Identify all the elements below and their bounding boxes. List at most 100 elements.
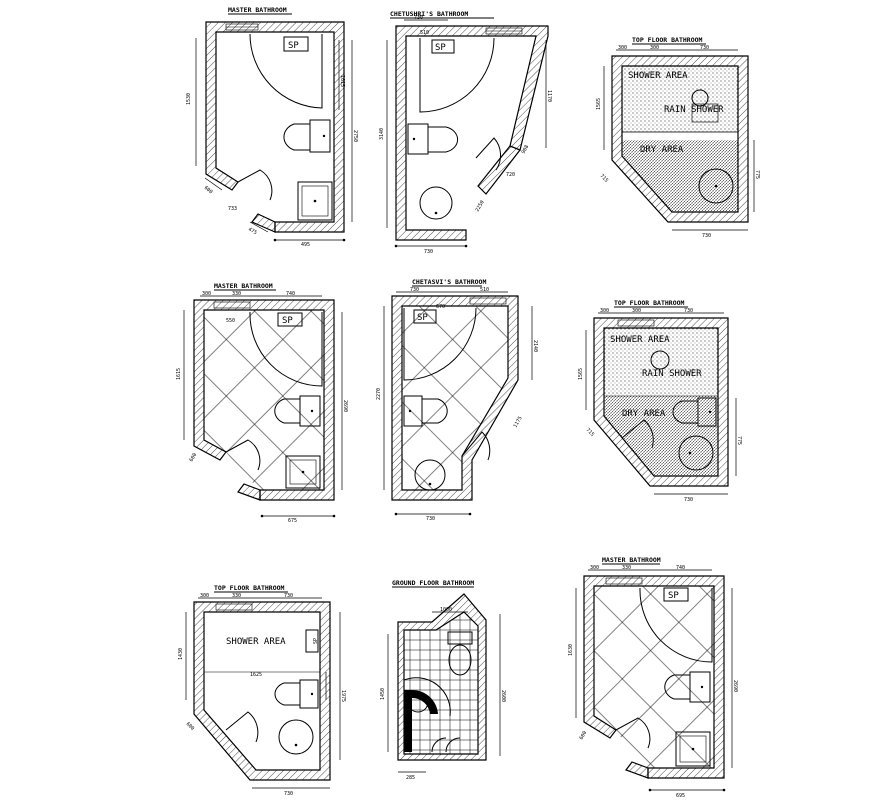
dim-label: 730 (424, 249, 433, 255)
dim-label: 730 (414, 15, 423, 21)
dim-label: 300 (632, 308, 641, 314)
wash-basin (678, 435, 714, 471)
door-swing (225, 711, 259, 743)
toilet (447, 631, 473, 676)
sp-label: SP (282, 316, 293, 326)
plan-title: TOP FLOOR BATHROOM (614, 299, 685, 307)
plan-title: MASTER BATHROOM (602, 556, 661, 564)
dim-label: 600 (185, 721, 196, 732)
shower-door-arc (419, 37, 495, 113)
dim-label: 715 (585, 427, 596, 438)
shower-area-floor (604, 328, 718, 396)
wall (237, 483, 261, 501)
wall (205, 21, 345, 233)
plan-title: GROUND FLOOR BATHROOM (392, 579, 474, 587)
plan-master-bathroom-3: MASTER BATHROOM 300 330 740 SP 1630 2690… (568, 556, 738, 799)
dim-label: 1975 (340, 690, 346, 702)
plan-master-bathroom-1: MASTER BATHROOM SP 1530 1615 275 (186, 6, 358, 248)
shower-door-arc (249, 311, 323, 387)
dry-area-floor (604, 396, 718, 476)
floor-tiles (402, 306, 508, 490)
plan-top-floor-bathroom-3: TOP FLOOR BATHROOM 300 330 730 SHOWER AR… (178, 584, 346, 797)
wall (251, 213, 276, 233)
plan-title: TOP FLOOR BATHROOM (632, 36, 703, 44)
dim-label: 600 (203, 185, 214, 195)
dim-label: 695 (676, 793, 685, 799)
dim-label: 715 (599, 173, 610, 184)
door-swing (621, 419, 654, 449)
plan-ground-floor-bathroom: GROUND FLOOR BATHROOM 1000 1450 2600 285 (380, 579, 506, 781)
dim-label: 1170 (546, 90, 552, 102)
shower-door-arc (249, 33, 323, 109)
plan-master-bathroom-2: MASTER BATHROOM 300 330 740 SP 550 1615 … (176, 282, 348, 524)
dim-label: 300 (590, 565, 599, 571)
dim-label: 730 (426, 516, 435, 522)
dim-label: 300 (200, 593, 209, 599)
dim-label: 1430 (178, 648, 184, 660)
dim-label: 1615 (176, 368, 182, 380)
dim-label: 2270 (376, 388, 382, 400)
door-swing (615, 717, 651, 749)
dim-label: 300 (650, 45, 659, 51)
dim-label: 730 (702, 233, 711, 239)
dim-label: 1565 (596, 98, 602, 110)
shower-tray (675, 731, 711, 767)
toilet (274, 679, 319, 709)
dim-label: 670 (436, 304, 445, 310)
area-label: RAIN SHOWER (664, 105, 724, 115)
sp-label: SP (313, 638, 319, 644)
sp-box (413, 309, 437, 324)
dim-label: 1625 (250, 672, 262, 678)
plan-title: MASTER BATHROOM (228, 6, 287, 14)
shower-door-arc (403, 307, 477, 381)
dim-label: 330 (622, 565, 631, 571)
shower-door-arc (639, 587, 713, 663)
dim-label: 908 (521, 144, 531, 155)
dim-label: 510 (480, 287, 489, 293)
dim-label: 720 (506, 172, 515, 178)
dim-label: 730 (284, 791, 293, 797)
dim-label: 300 (202, 291, 211, 297)
area-label: DRY AREA (640, 145, 684, 155)
dim-label: 2690 (342, 400, 348, 412)
area-label: RAIN SHOWER (642, 369, 702, 379)
dim-label: 730 (684, 497, 693, 503)
shower-area-floor (622, 66, 738, 132)
area-label: SHOWER AREA (628, 71, 688, 81)
dim-label: 550 (226, 318, 235, 324)
dim-label: 475 (247, 227, 258, 237)
dim-label: 330 (232, 291, 241, 297)
floor-tiles (204, 310, 324, 490)
dim-label: 510 (420, 30, 429, 36)
dim-label: 1530 (186, 93, 192, 105)
plan-title: TOP FLOOR BATHROOM (214, 584, 285, 592)
floor-tiles (404, 612, 478, 754)
dim-label: 1565 (578, 368, 584, 380)
door-swing (461, 431, 491, 461)
plan-top-floor-bathroom-1: TOP FLOOR BATHROOM 300 300 730 SHOWER AR… (596, 36, 760, 239)
wall (625, 761, 649, 779)
plan-chetasvi-bathroom: CHETASVI'S BATHROOM 730 510 SP 670 2270 … (376, 278, 538, 522)
plan-title: CHETASVI'S BATHROOM (412, 278, 486, 286)
wash-basin (278, 719, 314, 755)
door-swing (237, 169, 273, 201)
plan-chetushri-bathroom: CHETUSHRI'S BATHROOM SP 730 510 3140 117… (379, 10, 552, 255)
dim-label: 1630 (568, 644, 574, 656)
dim-label: 285 (406, 775, 415, 781)
sp-label: SP (417, 313, 428, 323)
dim-label: 675 (288, 518, 297, 524)
sp-box (431, 39, 455, 54)
toilet (672, 397, 717, 427)
dim-label: 730 (700, 45, 709, 51)
dim-label: 600 (579, 730, 589, 741)
dim-label: 775 (736, 436, 742, 445)
dim-label: 740 (286, 291, 295, 297)
wall (193, 601, 331, 781)
toilet (274, 395, 321, 427)
sp-box (305, 629, 319, 653)
dim-label: 775 (754, 170, 760, 179)
dim-label: 1615 (339, 75, 345, 87)
dim-label: 330 (232, 593, 241, 599)
dim-label: 2750 (352, 130, 358, 142)
